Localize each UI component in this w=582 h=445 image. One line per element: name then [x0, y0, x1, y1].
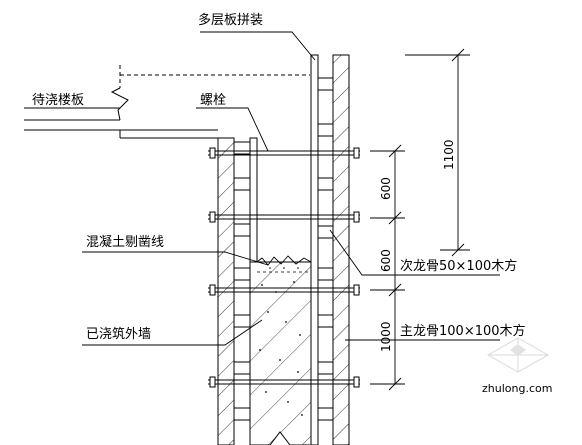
watermark-text: zhulong.com — [482, 382, 552, 395]
dim-text-600-upper: 600 — [379, 177, 393, 200]
leader-lines — [82, 31, 500, 346]
right-main-joist — [332, 54, 350, 445]
right-secondary-joists — [317, 77, 334, 421]
dim-text-600-middle: 600 — [379, 249, 393, 272]
chisel-region — [256, 255, 312, 266]
right-plywood — [310, 54, 319, 445]
dim-chain — [370, 144, 405, 391]
bolt-2 — [208, 211, 360, 223]
label-bolt: 螺栓 — [200, 93, 226, 108]
leader-bolt — [196, 107, 269, 152]
label-chisel-line: 混凝土剔凿线 — [86, 234, 164, 250]
leader-chisel — [82, 251, 269, 266]
left-plywood — [249, 137, 258, 263]
bolts — [208, 147, 360, 388]
bolt-3 — [208, 284, 360, 296]
dim-1100 — [405, 48, 470, 257]
label-main-joist: 主龙骨100×100木方 — [400, 323, 526, 339]
watermark-logo — [486, 337, 550, 373]
leader-plywood — [200, 31, 316, 61]
slab-break-line — [110, 87, 129, 121]
label-secondary-joist: 次龙骨50×100木方 — [400, 258, 517, 274]
left-secondary-joists — [233, 141, 251, 421]
dim-text-1100: 1100 — [442, 139, 456, 170]
bolt-4 — [208, 376, 360, 388]
dim-text-1000: 1000 — [379, 321, 393, 352]
label-slab-to-pour: 待浇楼板 — [32, 93, 84, 108]
label-plywood-assembly: 多层板拼装 — [198, 12, 263, 28]
label-poured-wall: 已浇筑外墙 — [86, 326, 151, 342]
leader-wall — [82, 319, 263, 346]
poured-wall-section — [249, 261, 312, 445]
leader-secondary — [329, 229, 500, 276]
bolt-1 — [208, 147, 360, 159]
